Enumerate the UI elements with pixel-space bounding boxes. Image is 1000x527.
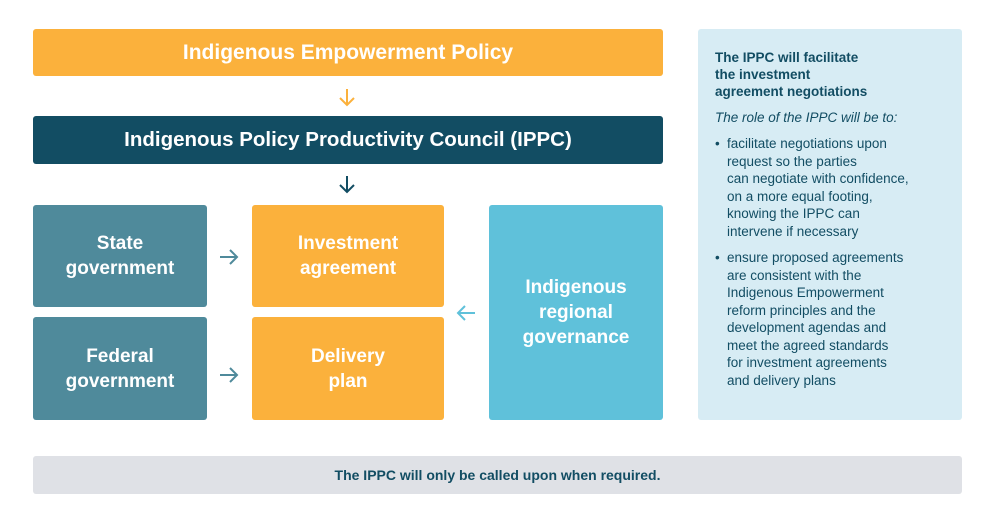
delivery-plan-box: Delivery plan [252,317,444,420]
footer-note: The IPPC will only be called upon when r… [33,456,962,494]
state-government-label: State government [65,233,175,279]
panel-intro: The role of the IPPC will be to: [715,110,898,125]
investment-agreement-label: Investment agreement [297,233,399,279]
delivery-plan-label: Delivery plan [311,345,385,392]
policy-box-label: Indigenous Empowerment Policy [182,40,514,64]
bullet-icon: • [715,250,720,265]
footer-note-text: The IPPC will only be called upon when r… [334,467,661,483]
role-list: • facilitate negotiations upon request s… [715,135,946,389]
investment-agreement-box: Investment agreement [252,205,444,307]
list-item-text: ensure proposed agreements are consisten… [727,250,904,388]
list-item-text: facilitate negotiations upon request so … [727,136,909,239]
regional-governance-box: Indigenous regional governance [489,205,663,420]
left-arrow-icon [456,305,475,321]
regional-governance-label: Indigenous regional governance [522,277,630,348]
down-arrow-icon [339,89,355,107]
list-item: • ensure proposed agreements are consist… [715,249,946,389]
federal-government-box: Federal government [33,317,207,420]
council-box-label: Indigenous Policy Productivity Council (… [124,128,572,151]
ippc-role-panel: The IPPC will facilitate the investment … [698,29,962,420]
state-government-box: State government [33,205,207,307]
bullet-icon: • [715,136,720,151]
list-item: • facilitate negotiations upon request s… [715,135,946,240]
council-box: Indigenous Policy Productivity Council (… [33,116,663,164]
right-arrow-icon [220,367,239,383]
policy-box: Indigenous Empowerment Policy [33,29,663,76]
down-arrow-icon [339,176,355,194]
federal-government-label: Federal government [65,345,175,392]
panel-heading: The IPPC will facilitate the investment … [715,50,868,99]
right-arrow-icon [220,249,239,265]
